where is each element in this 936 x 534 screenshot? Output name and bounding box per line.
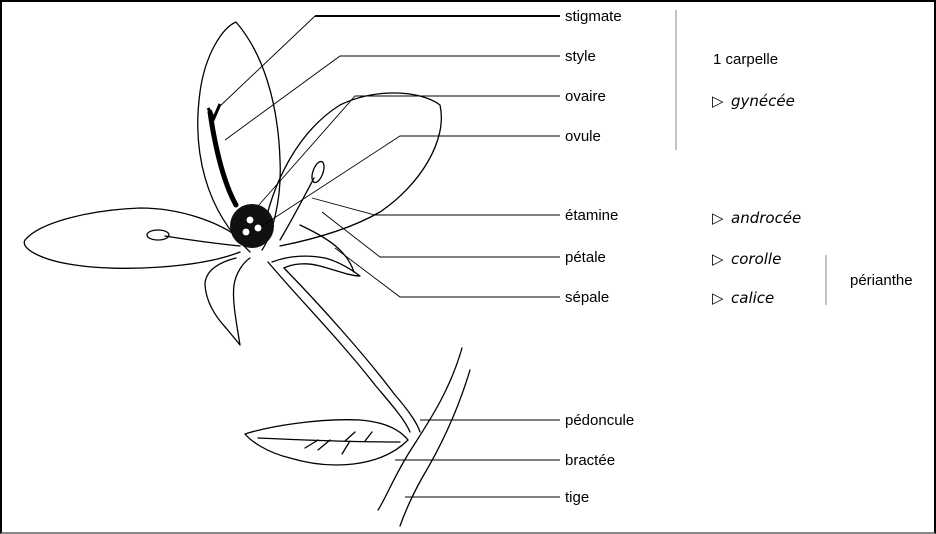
sepal-lower-left [205,258,250,345]
stamen-left-anther [147,230,169,240]
arrow-calice-icon: ▷ [712,289,724,307]
label-style: style [565,48,596,65]
leader-stigmate [218,16,315,108]
label-tige: tige [565,489,589,506]
stamen-right-anther [310,160,327,184]
leader-sepale [335,248,560,297]
label-ovaire: ovaire [565,88,606,105]
stamen-right-filament [280,178,314,240]
group-corolle: corolle [731,250,781,268]
label-sepale: sépale [565,289,609,306]
label-bractee: bractée [565,452,615,469]
leader-etamine [312,198,560,215]
arrow-corolle-icon: ▷ [712,250,724,268]
label-petale: pétale [565,249,606,266]
ovary [230,204,274,248]
petal-left [24,208,242,268]
group-carpelle: 1 carpelle [713,51,778,68]
leader-petale [322,212,560,257]
label-ovule: ovule [565,128,601,145]
label-stigmate: stigmate [565,8,622,25]
stamen-left-filament [165,236,240,246]
group-gynecee: gynécée [731,92,795,110]
label-etamine: étamine [565,207,618,224]
leader-style [225,56,560,140]
sepal-right [300,225,354,272]
label-pedoncule: pédoncule [565,412,634,429]
arrow-gynecee-icon: ▷ [712,92,724,110]
group-perianthe: périanthe [850,272,913,289]
pistil [208,104,274,248]
petal-upper-right [262,93,441,246]
peduncle [268,262,410,432]
arrow-androcee-icon: ▷ [712,209,724,227]
group-calice: calice [731,289,774,307]
leader-ovaire [258,96,560,206]
leader-ovule [262,136,560,226]
group-androcee: androcée [731,209,801,227]
stem [378,348,462,510]
